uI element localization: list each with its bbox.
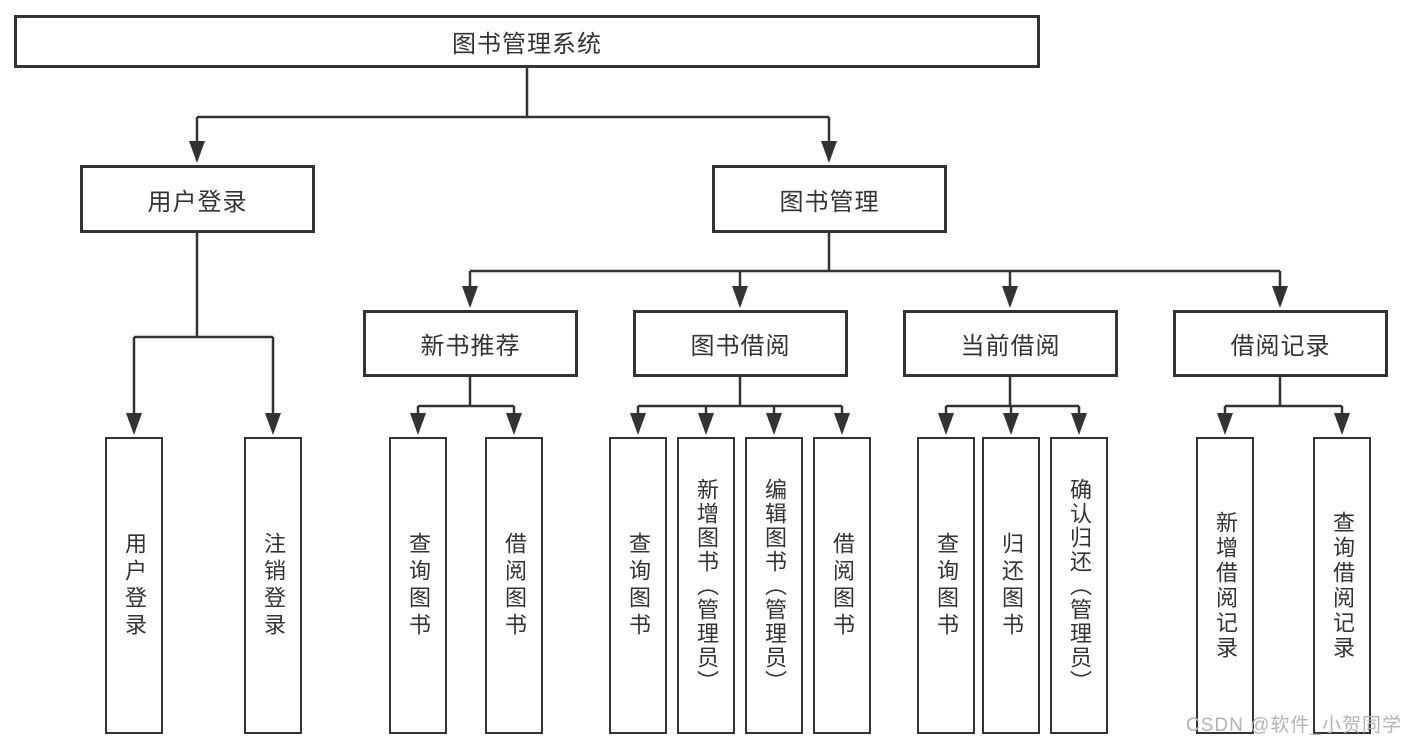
- node-leaf-borrow-book-borrow: 借阅图书: [813, 437, 871, 734]
- node-leaf-add-book-label: 新增图书（管理员）: [694, 477, 719, 694]
- node-book-borrow: 图书借阅: [633, 310, 848, 377]
- node-leaf-logout: 注销登录: [244, 437, 302, 734]
- csdn-watermark: CSDN @软件_小贺同学: [1186, 715, 1402, 736]
- node-leaf-edit-book-label: 编辑图书（管理员）: [762, 477, 787, 694]
- node-leaf-query-book-current: 查询图书: [917, 437, 975, 734]
- node-leaf-logout-label: 注销登录: [261, 531, 286, 640]
- node-leaf-confirm-return-label: 确认归还（管理员）: [1067, 477, 1092, 694]
- node-book-mgmt-label: 图书管理: [779, 188, 880, 216]
- node-book-borrow-label: 图书借阅: [690, 333, 791, 360]
- node-leaf-user-login: 用户登录: [105, 437, 163, 734]
- node-leaf-add-borrow-record-label: 新增借阅记录: [1213, 510, 1238, 661]
- node-new-book-rec-label: 新书推荐: [420, 333, 521, 360]
- node-root-label: 图书管理系统: [452, 31, 602, 58]
- connector-borrowrecords-split: [1223, 377, 1344, 432]
- connector-bookmgmt-bus: [468, 233, 1282, 305]
- connector-userlogin-split: [132, 233, 275, 432]
- arrowheads: [126, 141, 1350, 435]
- node-current-borrow-label: 当前借阅: [960, 333, 1061, 360]
- node-leaf-return-book: 归还图书: [982, 437, 1040, 734]
- node-leaf-add-borrow-record: 新增借阅记录: [1196, 437, 1254, 734]
- node-new-book-rec: 新书推荐: [363, 310, 578, 377]
- node-leaf-return-book-label: 归还图书: [999, 531, 1024, 640]
- node-borrow-records: 借阅记录: [1173, 310, 1388, 377]
- node-leaf-query-book-rec-label: 查询图书: [406, 531, 431, 640]
- node-leaf-confirm-return: 确认归还（管理员）: [1050, 437, 1108, 734]
- node-leaf-query-book-borrow: 查询图书: [609, 437, 667, 734]
- node-leaf-borrow-book-borrow-label: 借阅图书: [830, 531, 855, 640]
- node-leaf-borrow-book-rec: 借阅图书: [485, 437, 543, 734]
- node-leaf-query-book-rec: 查询图书: [389, 437, 447, 734]
- node-book-mgmt: 图书管理: [712, 165, 947, 233]
- node-leaf-query-book-borrow-label: 查询图书: [626, 531, 651, 640]
- node-leaf-query-borrow-record-label: 查询借阅记录: [1330, 510, 1355, 661]
- node-current-borrow: 当前借阅: [903, 310, 1118, 377]
- node-borrow-records-label: 借阅记录: [1230, 333, 1331, 360]
- node-user-login-label: 用户登录: [147, 188, 248, 216]
- node-root: 图书管理系统: [14, 15, 1040, 68]
- node-leaf-query-borrow-record: 查询借阅记录: [1313, 437, 1371, 734]
- node-leaf-borrow-book-rec-label: 借阅图书: [502, 531, 527, 640]
- connector-bookborrow-split: [636, 377, 844, 432]
- node-leaf-edit-book: 编辑图书（管理员）: [745, 437, 803, 734]
- node-leaf-user-login-label: 用户登录: [122, 531, 147, 640]
- connector-root-bus: [195, 68, 831, 160]
- node-leaf-query-book-current-label: 查询图书: [934, 531, 959, 640]
- node-user-login: 用户登录: [80, 165, 315, 233]
- connector-newbookrec-split: [416, 377, 516, 432]
- node-leaf-add-book: 新增图书（管理员）: [677, 437, 735, 734]
